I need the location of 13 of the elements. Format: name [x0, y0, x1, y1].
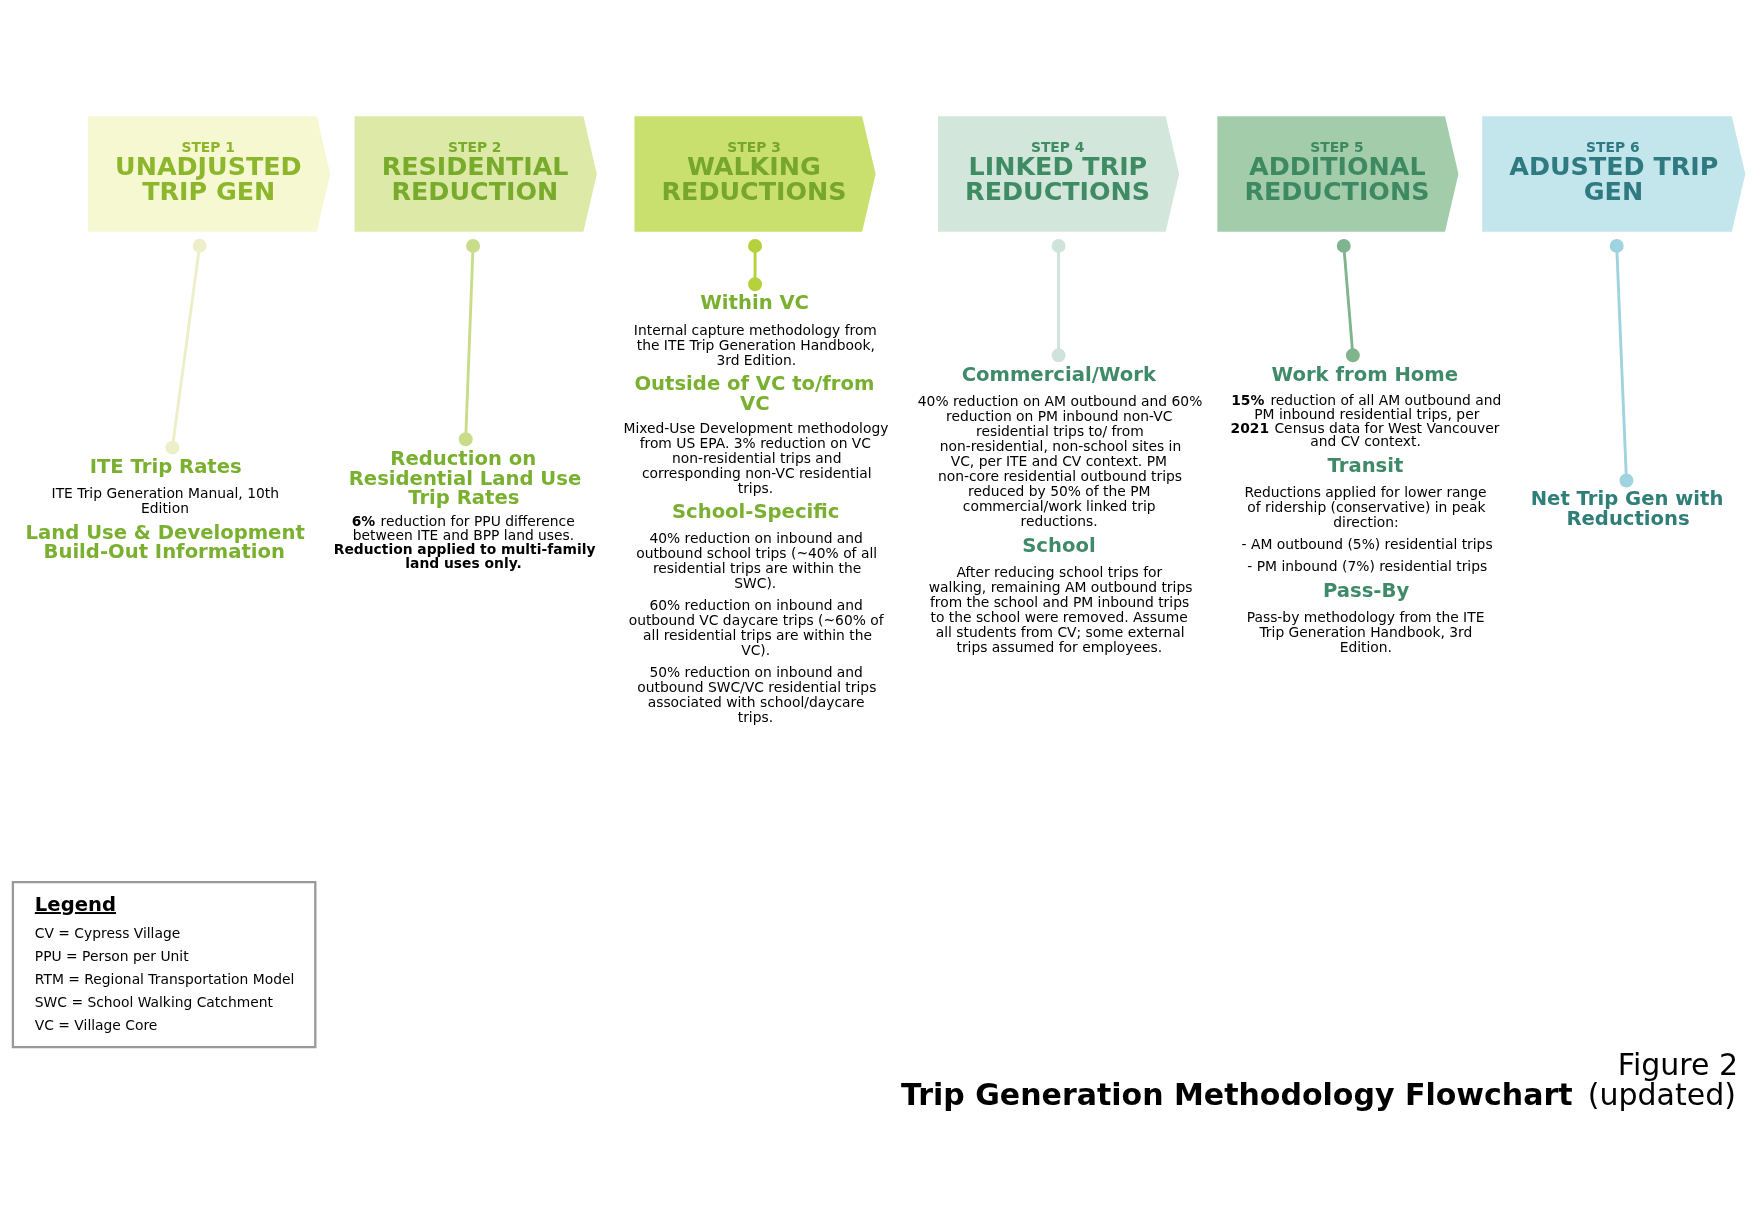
node-text: Within VC Internal capture methodology from the ITE Trip Generation Handbook, 3rd Edition. Outside of VC to/from VC Mixed-Use Development methodology from US EPA. 3% reduction on VC non-residential trips and corresponding non-VC residential trips. School-Specific 40% reduction on inbound and outbound school trips (~40% of all residential trips are within the SWC). 60% reduction on inbound and outbound VC daycare trips (~60% of all residential trips are within the VC). 50% reduction on inbound and outbound SWC/VC residential trips associated with school/daycare trips. — [623, 291, 889, 726]
connector — [1609, 238, 1634, 488]
node-box: Legend CV = Cypress Village PPU = Person per Unit RTM = Regional Transportation Model SWC = School Walking Catchment VC = Village Core — [11, 880, 317, 1049]
node-text: ITE Trip Rates ITE Trip Generation Manual, 10th Edition Land Use & Development Build-Out Information — [25, 455, 305, 564]
connector — [748, 238, 763, 292]
connector — [458, 238, 481, 447]
connector — [1336, 238, 1360, 363]
node-text: Net Trip Gen with Reductions — [1530, 487, 1724, 530]
connector — [1051, 238, 1066, 363]
connector — [165, 238, 207, 455]
node-text: Commercial/Work 40% reduction on AM outbound and 60% reduction on PM inbound non-VC residential trips to/ from non-residential, non-school sites in VC, per ITE and CV context. PM non-core residential outbound trips reduced by 50% of the PM commercial/work linked trip reductions. School After reducing school trips for walking, remaining AM outbound trips from the school and PM inbound trips to the school were removed. Assume all students from CV; some external trips assumed for employees. — [917, 362, 1203, 655]
node-text: Work from Home 15% reduction of all AM outbound and PM inbound residential trips, per 2021 Census data for West Vancouver and CV context. Transit Reductions applied for lower range of ridership (conservative) in peak direction: - AM outbound (5%) residential trips - PM inbound (7%) residential trips Pass-By Pass-by methodology from the ITE Trip Generation Handbook, 3rd Edition. — [1230, 362, 1502, 655]
node-text: Reduction on Residential Land Use Trip Rates 6% reduction for PPU difference between ITE and BPP land uses. Reduction applied to multi-family land uses only. — [333, 446, 596, 571]
